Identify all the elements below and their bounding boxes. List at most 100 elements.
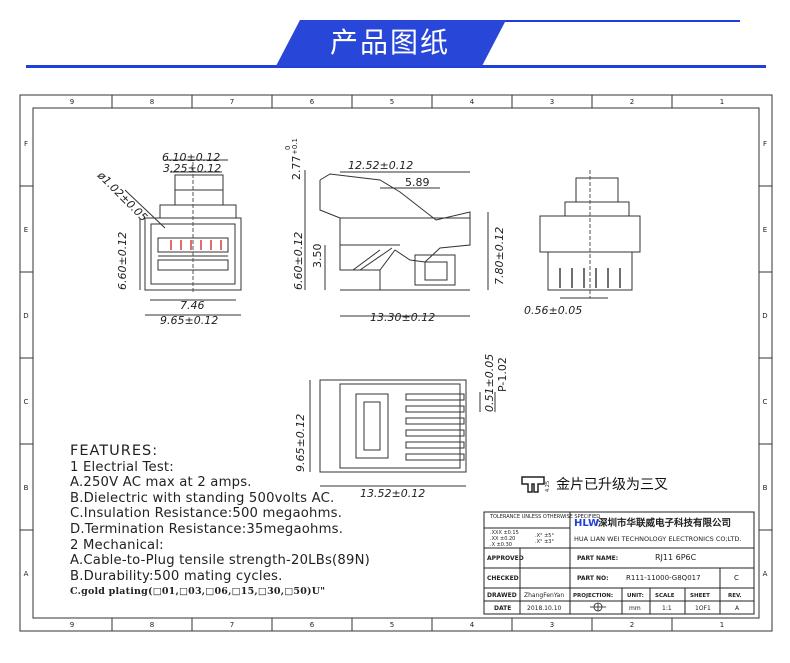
top-view (309, 379, 496, 487)
row-label: E (763, 226, 767, 234)
feature-line: B.Durability:500 mating cycles. (70, 568, 283, 584)
header-underline (26, 65, 766, 68)
col-label: 7 (230, 98, 234, 106)
part-name-label: PART NAME: (577, 555, 618, 562)
col-label: 4 (470, 98, 475, 106)
col-label: 2 (630, 621, 634, 629)
dim-label: 0 (284, 146, 292, 150)
row-label: B (763, 484, 768, 492)
col-label: 8 (150, 621, 154, 629)
dim-label: 2.77 (290, 156, 303, 181)
dim-label: +0.1 (291, 138, 299, 155)
projection-label: PROJECTION: (573, 593, 613, 599)
dim-label: 7.46 (180, 299, 205, 312)
dim-label: 12.52±0.12 (348, 159, 413, 172)
feature-line: A.250V AC max at 2 amps. (70, 475, 252, 491)
rev-value: A (735, 605, 740, 612)
tolerance-line: .X° ±5° (535, 533, 554, 539)
row-label: A (24, 570, 29, 578)
dim-label: 3.50 (311, 244, 324, 269)
company-logo: HLW (574, 518, 599, 529)
date-value: 2018.10.10 (527, 605, 562, 612)
row-label: D (23, 312, 28, 320)
feature-line: B.Dielectric with standing 500volts AC. (70, 490, 335, 506)
tolerance-title: TOLERANCE UNLESS OTHERWISE SPECIFIED (489, 514, 600, 520)
part-no-label: PART NO: (577, 575, 609, 582)
col-label: 1 (720, 98, 724, 106)
title-block (483, 511, 755, 615)
unit-value: mm (629, 605, 641, 612)
feature-line: C.gold plating(□01,□03,□06,□15,□30,□50)U… (70, 586, 326, 598)
row-label: F (763, 140, 767, 148)
feature-line: 2 Mechanical: (70, 537, 164, 553)
dim-label: 6.10±0.12 (162, 151, 220, 164)
feature-line: D.Termination Resistance:35megaohms. (70, 521, 344, 537)
rev-label: REV. (728, 593, 742, 599)
dim-label: 4.25 (545, 481, 551, 492)
col-label: 1 (720, 621, 724, 629)
row-label: A (763, 570, 768, 578)
tolerance-line: .XXX ±0.15 (490, 530, 519, 536)
part-name-value: RJ11 6P6C (655, 553, 697, 562)
dim-label: 0.56±0.05 (524, 304, 582, 317)
dim-label: 0.51±0.05 (483, 354, 496, 412)
unit-label: UNIT: (627, 593, 644, 599)
scale-value: 1:1 (662, 605, 672, 612)
col-label: 5 (390, 621, 394, 629)
dim-label: 13.52±0.12 (360, 487, 425, 500)
date-label: DATE (494, 605, 511, 612)
features-heading: FEATURES: (70, 443, 159, 459)
dim-label: 3.25±0.12 (163, 162, 221, 175)
col-label: 8 (150, 98, 154, 106)
header-banner (276, 20, 506, 66)
scale-label: SCALE (655, 593, 675, 599)
side-view (304, 170, 489, 317)
dim-label: 6.60±0.12 (292, 232, 305, 290)
feature-line: C.Insulation Resistance:500 megaohms. (70, 506, 343, 522)
col-label: 9 (70, 621, 74, 629)
col-label: 9 (70, 98, 74, 106)
header-topline (500, 20, 740, 22)
tolerance-line: .X ±0.30 (490, 542, 512, 548)
dim-label: P-1.02 (496, 357, 509, 392)
feature-line: 1 Electrial Test: (70, 459, 174, 475)
col-label: 6 (310, 621, 315, 629)
row-label: F (24, 140, 28, 148)
part-rev-value: C (734, 574, 739, 582)
row-label: C (24, 398, 29, 406)
company-name-cn: 深圳市华联威电子科技有限公司 (598, 517, 731, 529)
dim-label: 13.30±0.12 (370, 311, 435, 324)
col-label: 5 (390, 98, 394, 106)
checked-label: CHECKED (487, 575, 519, 582)
col-label: 2 (630, 98, 634, 106)
page-title: 产品图纸 (329, 26, 450, 59)
front-view (124, 159, 242, 316)
row-label: D (762, 312, 767, 320)
features-notes: FEATURES: 1 Electrial Test: A.250V AC ma… (70, 443, 470, 600)
feature-line: A.Cable-to-Plug tensile strength-20LBs(8… (70, 553, 370, 569)
row-label: B (24, 484, 29, 492)
upgrade-note: 金片已升级为三叉 (556, 477, 668, 493)
tolerance-line: .XX ±0.20 (490, 536, 515, 542)
dim-label: ø1.02±0.05 (94, 168, 150, 224)
col-label: 3 (550, 621, 554, 629)
drawed-label: DRAWED (487, 592, 517, 599)
company-name-en: HUA LIAN WEI TECHNOLOGY ELECTRONICS CO;L… (574, 535, 741, 543)
row-label: E (24, 226, 28, 234)
dim-label: 9.65±0.12 (160, 314, 218, 327)
sheet-value: 1OF1 (695, 605, 711, 612)
row-label: C (763, 398, 768, 406)
part-no-value: R111-11000-G8Q017 (626, 574, 701, 582)
approved-label: APPROVED (487, 555, 524, 562)
dim-label: 7.80±0.12 (493, 227, 506, 285)
col-label: 3 (550, 98, 554, 106)
sheet-label: SHEET (690, 593, 710, 599)
col-label: 7 (230, 621, 234, 629)
dim-label: 5.89 (405, 176, 430, 189)
drawer-name: ZhangFenYan (524, 592, 564, 599)
dim-label: 9.65±0.12 (294, 414, 307, 472)
dim-label: 6.60±0.12 (116, 232, 129, 290)
projection-icon (590, 602, 606, 612)
contact-icon (521, 476, 545, 493)
